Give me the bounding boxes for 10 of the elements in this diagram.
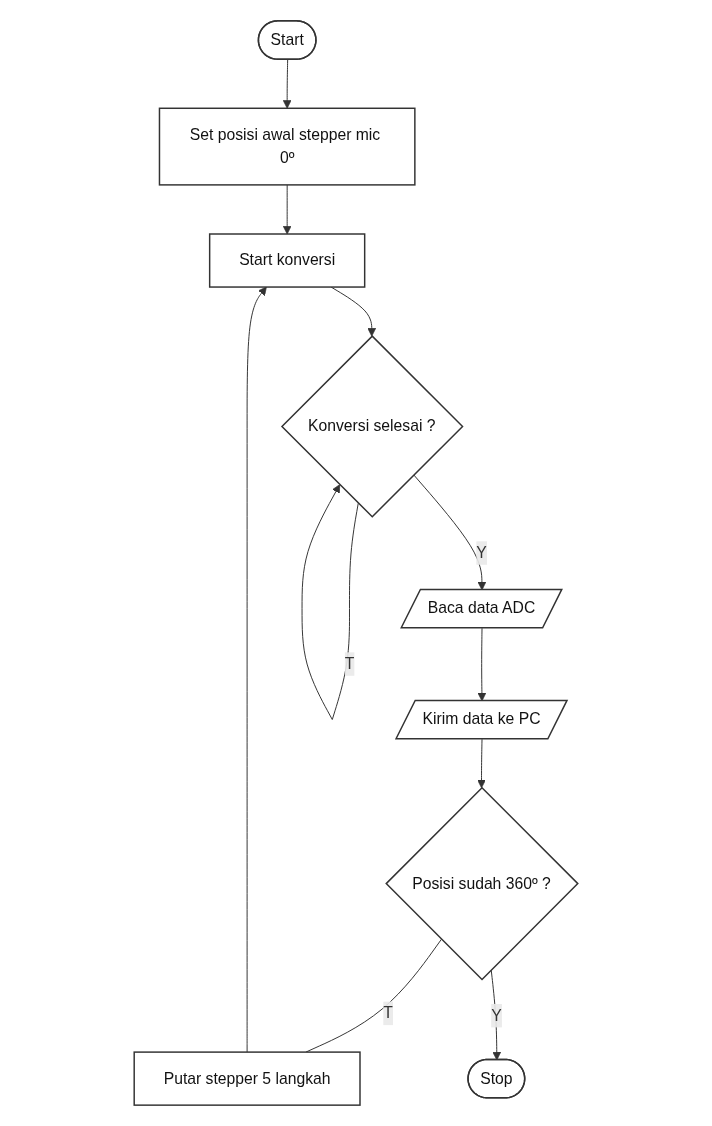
edge-label: T (383, 1004, 393, 1022)
node-box: Putar stepper 5 langkah (133, 1051, 361, 1106)
connector (305, 938, 442, 1053)
edge-label: Y (476, 544, 487, 561)
node-diamond: Konversi selesai ? (280, 335, 464, 518)
node-box: Set posisi awal stepper mic 0º (158, 107, 416, 186)
node-diamond: Posisi sudah 360º ? (385, 786, 579, 981)
edge-label: T (344, 655, 355, 672)
node-box: Start konversi (208, 233, 366, 288)
edge-label: Y (491, 1006, 502, 1024)
